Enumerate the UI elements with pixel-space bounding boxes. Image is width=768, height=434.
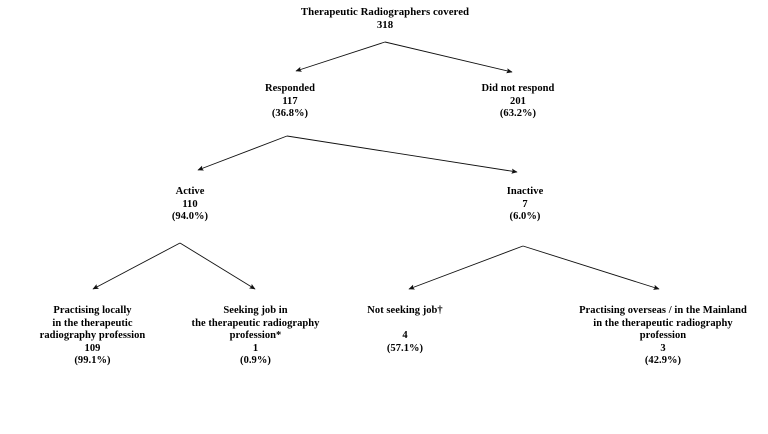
- edge-responded-to-inactive: [286, 135, 518, 174]
- node-responded-count: 117: [282, 95, 298, 107]
- node-not-seeking-job: Not seeking job† 4 (57.1%): [335, 305, 475, 355]
- node-root: Therapeutic Radiographers covered 318: [205, 6, 565, 32]
- node-not-seeking-job-count: 4: [402, 330, 408, 342]
- node-root-count: 318: [376, 19, 394, 32]
- node-practising-locally: Practising locally in the therapeutic ra…: [5, 305, 180, 368]
- node-seeking-job-percent: (0.9%): [240, 355, 271, 367]
- node-seeking-job-line1: Seeking job in: [223, 305, 288, 316]
- node-active-count: 110: [182, 198, 198, 210]
- edge-root-to-responded: [295, 41, 386, 72]
- node-practising-overseas: Practising overseas / in the Mainland in…: [545, 305, 768, 368]
- edge-inactive-to-not-seeking-job: [408, 245, 524, 290]
- node-practising-locally-line2: in the therapeutic: [52, 317, 133, 329]
- node-not-seeking-job-spacer: [335, 318, 475, 331]
- node-seeking-job-line2: the therapeutic radiography: [191, 317, 320, 329]
- node-not-seeking-job-percent: (57.1%): [386, 342, 424, 354]
- edge-active-to-practising-locally: [92, 242, 181, 290]
- edge-active-to-seeking-job: [179, 242, 256, 290]
- node-responded-label: Responded: [264, 83, 316, 94]
- node-responded: Responded 117 (36.8%): [210, 83, 370, 121]
- node-active: Active 110 (94.0%): [120, 186, 260, 224]
- node-inactive: Inactive 7 (6.0%): [455, 186, 595, 224]
- node-inactive-percent: (6.0%): [509, 211, 541, 223]
- node-practising-locally-percent: (99.1%): [74, 355, 111, 367]
- node-root-label: Therapeutic Radiographers covered: [300, 6, 470, 18]
- node-inactive-count: 7: [522, 198, 528, 210]
- node-active-percent: (94.0%): [171, 211, 209, 223]
- node-not-seeking-job-line1: Not seeking job†: [367, 305, 443, 316]
- node-did-not-respond-percent: (63.2%): [499, 108, 537, 120]
- edge-responded-to-active: [197, 135, 288, 171]
- node-practising-locally-line1: Practising locally: [53, 305, 132, 316]
- node-seeking-job-line3: profession*: [229, 330, 282, 342]
- node-practising-overseas-count: 3: [660, 342, 666, 354]
- node-practising-overseas-line3: profession: [639, 330, 687, 342]
- node-practising-overseas-line1: Practising overseas / in the Mainland: [579, 305, 747, 316]
- edge-root-to-did-not-respond: [384, 41, 513, 74]
- node-seeking-job-count: 1: [252, 342, 259, 354]
- edge-inactive-to-practising-overseas: [522, 245, 660, 290]
- node-did-not-respond-count: 201: [510, 95, 526, 107]
- node-did-not-respond: Did not respond 201 (63.2%): [438, 83, 598, 121]
- node-seeking-job: Seeking job in the therapeutic radiograp…: [168, 305, 343, 368]
- node-responded-percent: (36.8%): [271, 108, 309, 120]
- node-practising-locally-count: 109: [84, 342, 101, 354]
- node-practising-overseas-line2: in the therapeutic radiography: [593, 317, 733, 329]
- node-practising-overseas-percent: (42.9%): [644, 355, 682, 367]
- node-inactive-label: Inactive: [506, 186, 544, 197]
- node-active-label: Active: [175, 186, 205, 197]
- node-practising-locally-line3: radiography profession: [39, 330, 146, 342]
- node-did-not-respond-label: Did not respond: [481, 83, 555, 94]
